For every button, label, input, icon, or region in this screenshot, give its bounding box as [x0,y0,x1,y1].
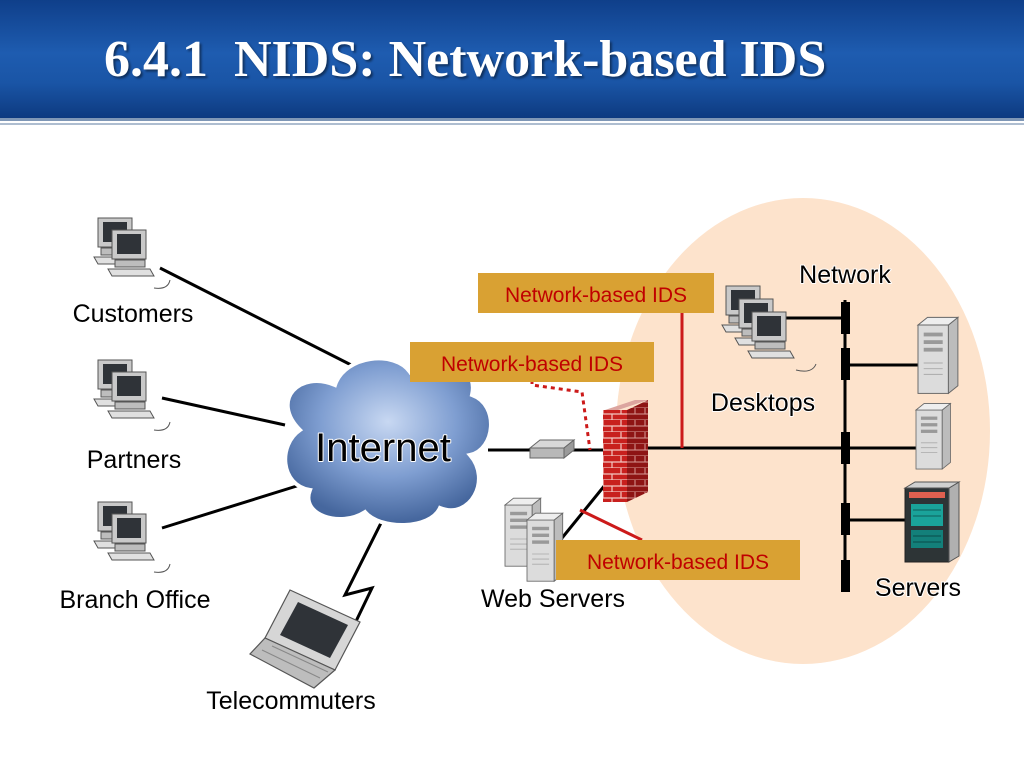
network-label: Network [799,261,891,289]
desktops-label: Desktops [711,389,815,417]
server-tower-icon [915,403,951,470]
title-divider [0,118,1024,121]
ids-links [530,308,684,542]
server-tower-icon [917,316,959,394]
ids-label-top: Network-based IDS [478,273,714,313]
internet-cloud [283,356,493,527]
laptop-icon [249,589,361,689]
customers-label: Customers [73,300,194,328]
servers-label: Servers [875,574,961,602]
internet-label: Internet [315,426,451,470]
telecommuters-label: Telecommuters [206,687,376,715]
ids-label-bottom-text: Network-based IDS [587,551,769,574]
desktop-computer-icon [94,218,170,288]
ids-label-middle-text: Network-based IDS [441,353,623,376]
server-rack-icon [903,481,961,563]
ids-label-top-text: Network-based IDS [505,284,687,307]
web-servers-label: Web Servers [481,585,625,613]
brick-firewall-icon [603,400,648,502]
desktop-computer-icon [721,285,817,372]
title-banner [0,0,1024,118]
desktop-computer-icon [94,360,170,430]
ids-label-middle: Network-based IDS [410,342,654,382]
partners-label: Partners [87,446,181,474]
page-title: 6.4.1 NIDS: Network-based IDS [104,31,827,88]
router-icon [528,438,576,460]
title-divider-secondary [0,123,1024,125]
branch-office-label: Branch Office [59,586,210,614]
ids-label-bottom: Network-based IDS [556,540,800,580]
backbone-taps [841,302,850,592]
desktop-computer-icon [94,502,170,572]
